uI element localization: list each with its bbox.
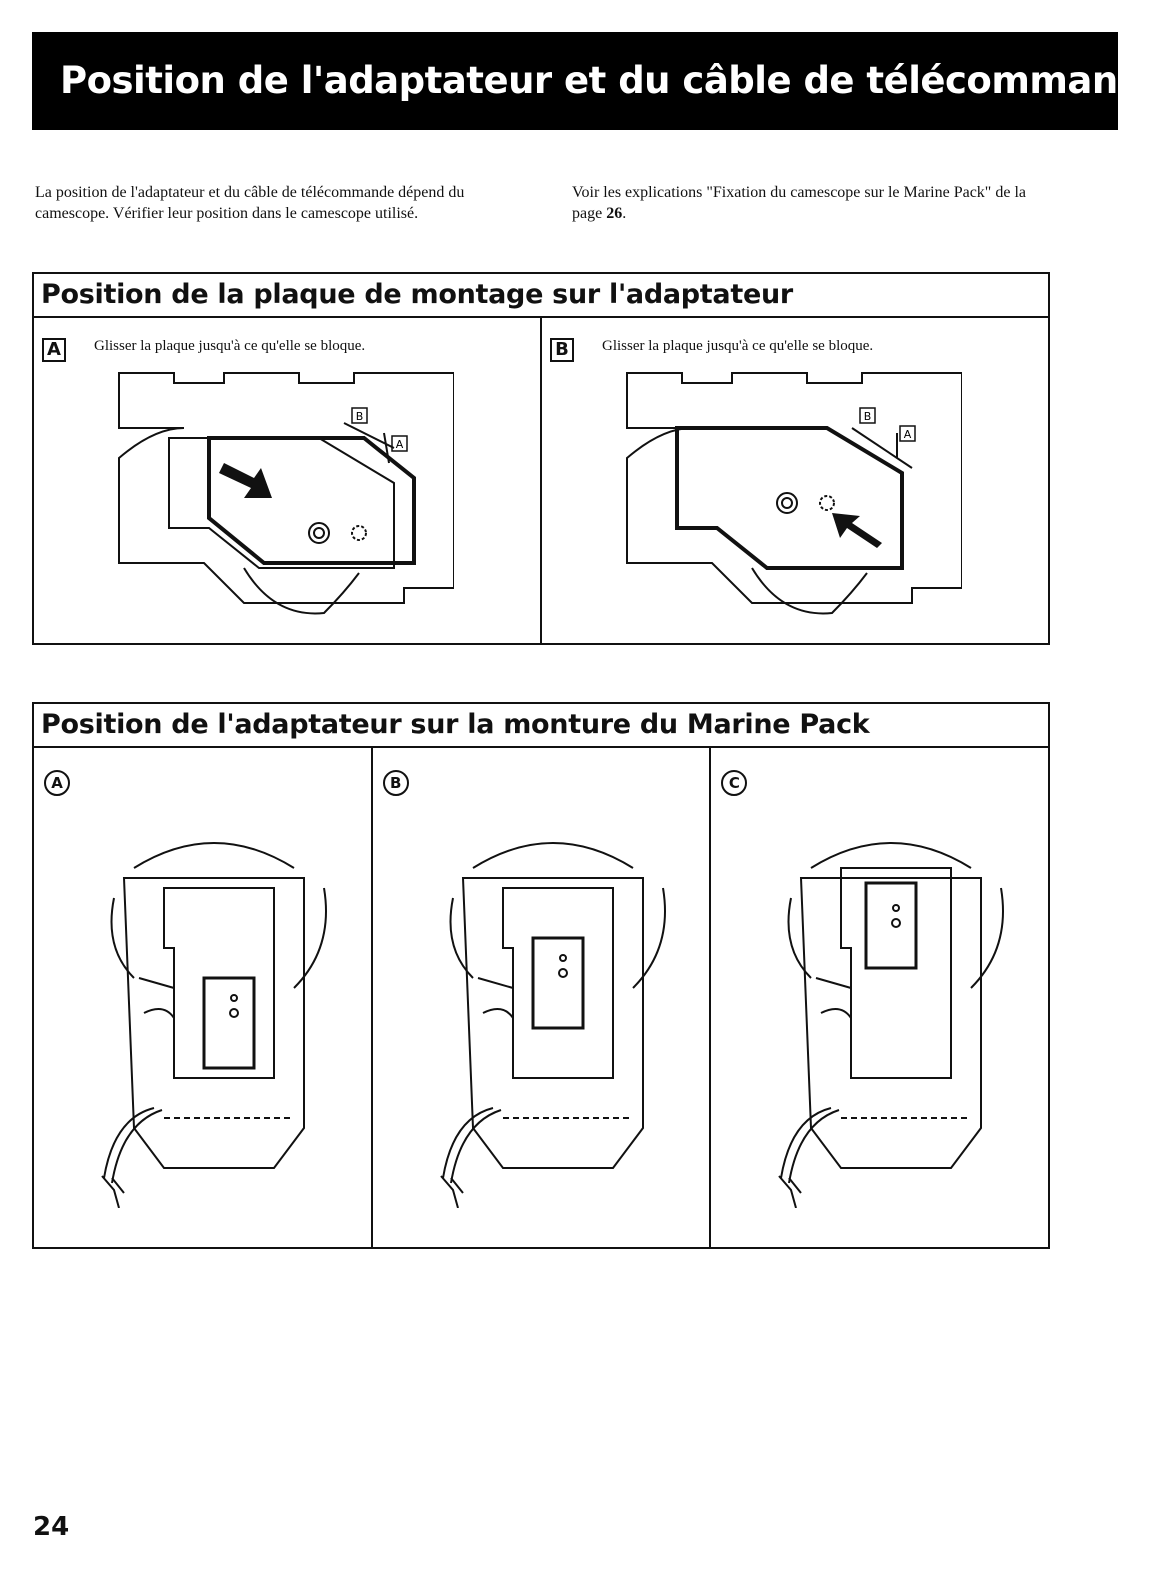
section-panels: A B bbox=[34, 748, 1048, 1247]
step-label-box: B bbox=[550, 338, 574, 362]
page-number: 24 bbox=[33, 1512, 70, 1542]
marine-pack-mount-drawing bbox=[778, 842, 1005, 1208]
intro-right-suffix: . bbox=[622, 205, 627, 222]
step-instruction: Glisser la plaque jusqu'à ce qu'elle se … bbox=[602, 338, 874, 354]
panel-a: A Glisser la plaque jusqu'à ce qu'elle s… bbox=[34, 318, 540, 643]
page-reference: 26 bbox=[606, 205, 623, 222]
section-panels: A Glisser la plaque jusqu'à ce qu'elle s… bbox=[34, 318, 1048, 643]
intro-right-prefix: Voir les explications "Fixation du cames… bbox=[572, 184, 1026, 222]
mark-a: A bbox=[396, 438, 404, 451]
mount-panel-c: C bbox=[709, 748, 1048, 1247]
circled-label: B bbox=[382, 770, 409, 796]
intro-right-text: Voir les explications "Fixation du cames… bbox=[572, 182, 1052, 224]
circled-label: C bbox=[721, 770, 748, 796]
step-label-box: A bbox=[42, 338, 66, 362]
panel-b: B Glisser la plaque jusqu'à ce qu'elle s… bbox=[540, 318, 1048, 643]
mark-a: A bbox=[904, 428, 912, 441]
marine-pack-mount-drawing bbox=[439, 842, 666, 1208]
section-marine-pack-mount: Position de l'adaptateur sur la monture … bbox=[32, 702, 1050, 1249]
adapter-plate-diagram: B A bbox=[118, 372, 454, 615]
mark-b: B bbox=[864, 410, 872, 423]
section-mounting-plate: Position de la plaque de montage sur l'a… bbox=[32, 272, 1050, 645]
marine-pack-mount-drawing bbox=[101, 842, 327, 1208]
adapter-plate-diagram: B A bbox=[626, 372, 962, 615]
section-title: Position de l'adaptateur sur la monture … bbox=[34, 704, 1048, 748]
mark-b: B bbox=[356, 410, 364, 423]
intro-left-text: La position de l'adaptateur et du câble … bbox=[35, 184, 465, 222]
step-instruction: Glisser la plaque jusqu'à ce qu'elle se … bbox=[94, 338, 366, 354]
mount-panel-b: B bbox=[370, 748, 710, 1247]
section-title: Position de la plaque de montage sur l'a… bbox=[34, 274, 1048, 318]
mount-panel-a: A bbox=[34, 748, 371, 1247]
page-title: Position de l'adaptateur et du câble de … bbox=[32, 32, 1149, 130]
circled-label: A bbox=[44, 770, 70, 796]
